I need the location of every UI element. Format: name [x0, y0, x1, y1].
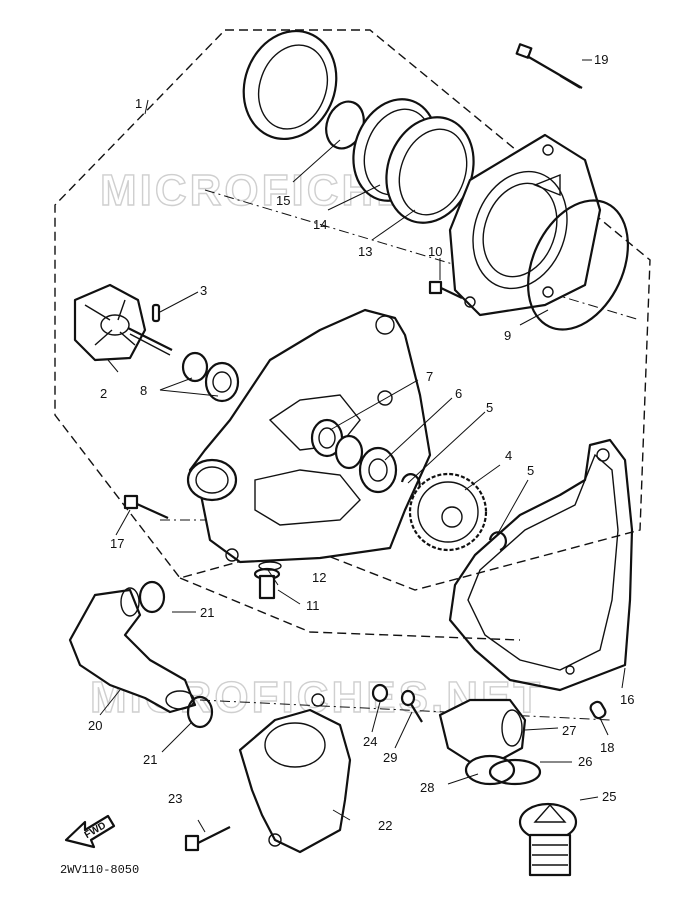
callout-5-upper: 5: [486, 400, 493, 415]
callout-28: 28: [420, 780, 434, 795]
pump-cover: [448, 133, 602, 317]
axis-line-lower: [199, 699, 611, 721]
callout-3: 3: [200, 283, 207, 298]
thermostat-housing-22: [238, 693, 352, 854]
callout-1: 1: [135, 96, 142, 111]
callout-21-lower: 21: [143, 752, 157, 767]
o-ring-9: [527, 199, 629, 331]
callout-24: 24: [363, 734, 377, 749]
drain-bolt-11: [253, 567, 281, 600]
callout-15: 15: [276, 193, 290, 208]
bolt-17: [123, 494, 169, 520]
callout-22: 22: [378, 818, 392, 833]
bearing-8-small: [181, 351, 209, 383]
callout-17: 17: [110, 536, 124, 551]
fwd-arrow-icon: FWD: [64, 814, 116, 849]
callout-10: 10: [428, 244, 442, 259]
callout-4: 4: [505, 448, 512, 463]
pin-3: [151, 303, 161, 323]
cap-24: [371, 683, 389, 703]
callout-8: 8: [140, 383, 147, 398]
washer-7b: [334, 434, 364, 470]
o-ring-21-lower: [186, 695, 214, 729]
assembly-boundary-outline: [54, 29, 651, 591]
o-ring-21-upper: [138, 580, 166, 614]
callout-11: 11: [306, 598, 320, 613]
callout-26: 26: [578, 754, 592, 769]
bolt-23: [184, 826, 231, 852]
callout-14: 14: [313, 217, 327, 232]
bolt-19: [515, 43, 583, 89]
oil-seal-large: [242, 29, 338, 141]
callout-18: 18: [600, 740, 614, 755]
axis-line-upper: [204, 189, 641, 321]
callout-5-lower: 5: [527, 463, 534, 478]
lower-assembly-boundary: [179, 577, 521, 641]
callout-27: 27: [562, 723, 576, 738]
circlip-5-lower: [488, 531, 508, 552]
coolant-hose-20: [68, 587, 197, 714]
callout-2: 2: [100, 386, 107, 401]
leader-lines: [99, 59, 626, 833]
washer-12: [258, 561, 282, 571]
pump-housing: [188, 308, 432, 564]
callout-13: 13: [358, 244, 372, 259]
dowel-18: [589, 700, 607, 720]
outlet-fitting-27: [438, 698, 527, 764]
callout-12: 12: [312, 570, 326, 585]
callout-9: 9: [504, 328, 511, 343]
bearing-8-large: [204, 361, 240, 403]
callout-25: 25: [602, 789, 616, 804]
impeller: [73, 283, 173, 362]
callout-21-upper: 21: [200, 605, 214, 620]
callout-29: 29: [383, 750, 397, 765]
bolt-10: [428, 280, 463, 299]
callout-23: 23: [168, 791, 182, 806]
callout-20: 20: [88, 718, 102, 733]
callout-6: 6: [455, 386, 462, 401]
gasket-16: [448, 438, 634, 692]
bearing-6: [358, 446, 398, 494]
callout-16: 16: [620, 692, 634, 707]
drawing-code: 2WV110-8050: [60, 863, 139, 877]
callout-7: 7: [426, 369, 433, 384]
bolt-29: [400, 689, 423, 723]
o-ring-26: [488, 758, 542, 786]
thermostat-25: [518, 802, 578, 877]
callout-19: 19: [594, 52, 608, 67]
drive-gear-4: [408, 472, 488, 552]
housing-outlet: [186, 458, 238, 502]
